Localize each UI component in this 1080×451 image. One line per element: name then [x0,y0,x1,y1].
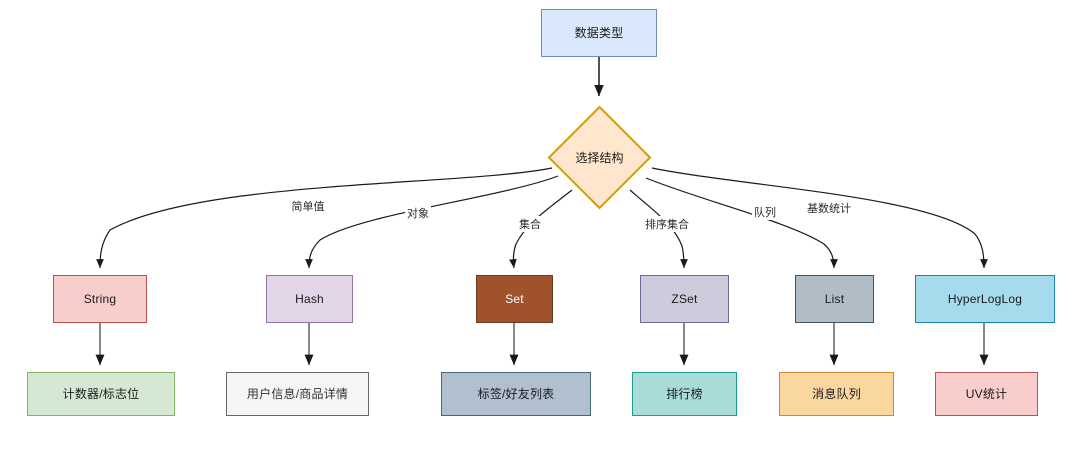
node-use-case-item-label: 消息队列 [812,386,861,401]
node-data-type-item-3[interactable]: Set [476,275,553,323]
edge-decision-to-string [96,167,553,269]
node-data-type-item-label: ZSet [671,291,698,306]
node-use-case-item-label: 计数器/标志位 [62,386,140,401]
node-use-case-item-label: UV统计 [965,386,1008,401]
edge-label: 对象 [405,205,431,221]
node-data-type-label: 数据类型 [574,25,624,40]
node-use-case-item-1[interactable]: 计数器/标志位 [27,372,175,416]
node-use-case-item-6[interactable]: UV统计 [935,372,1038,416]
diamond-shape [547,105,652,210]
node-data-type-item-4[interactable]: ZSet [640,275,729,323]
node-data-type[interactable]: 数据类型 [541,9,657,57]
node-data-type-item-label: HyperLogLog [947,291,1023,306]
node-data-type-item-1[interactable]: String [53,275,147,323]
edge-label: 简单值 [289,198,327,214]
node-data-type-item-5[interactable]: List [795,275,874,323]
node-use-case-item-4[interactable]: 排行榜 [632,372,737,416]
node-data-type-item-label: String [83,291,117,306]
node-use-case-item-3[interactable]: 标签/好友列表 [441,372,591,416]
edge-label: 基数统计 [805,200,853,216]
node-data-type-item-2[interactable]: Hash [266,275,353,323]
node-data-type-item-6[interactable]: HyperLogLog [915,275,1055,323]
edge-label: 排序集合 [643,216,691,232]
edge-decision-to-hyperloglog [651,167,988,269]
node-choose-structure-label: 选择结构 [575,151,624,165]
node-use-case-item-label: 用户信息/商品详情 [246,386,349,401]
node-use-case-item-label: 排行榜 [666,386,703,401]
node-data-type-item-label: Set [505,291,524,306]
node-choose-structure[interactable]: 选择结构 [547,105,652,210]
node-use-case-item-2[interactable]: 用户信息/商品详情 [226,372,369,416]
node-data-type-item-label: Hash [295,291,324,306]
edge-label: 队列 [752,204,778,220]
node-use-case-item-5[interactable]: 消息队列 [779,372,894,416]
edge-label: 集合 [517,216,543,232]
node-data-type-item-label: List [824,291,845,306]
node-use-case-item-label: 标签/好友列表 [477,386,555,401]
